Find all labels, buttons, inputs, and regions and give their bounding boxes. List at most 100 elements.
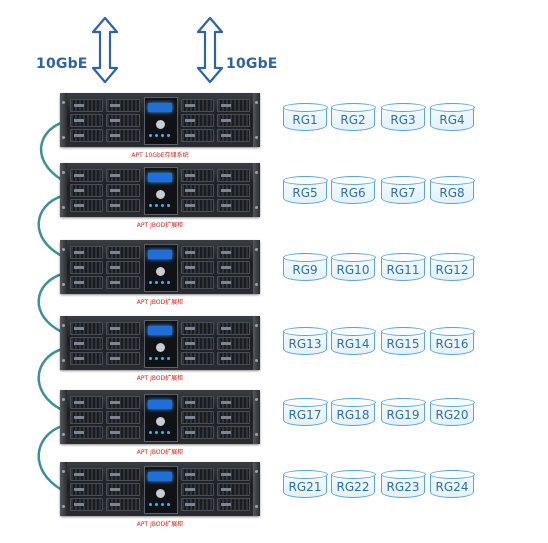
power-button-icon (156, 343, 165, 352)
left-bidirectional-arrow (91, 16, 119, 84)
drive-bay (216, 426, 250, 439)
status-led-icon (167, 503, 170, 506)
server-caption: APT JBOD扩展柜 (136, 299, 184, 306)
drive-bay-row (70, 199, 250, 212)
drive-bay (216, 99, 250, 112)
cable-3 (37, 272, 64, 334)
raid-group-label: RG22 (336, 480, 370, 494)
raid-group-cylinder: RG20 (429, 397, 475, 426)
status-led-icon (161, 357, 164, 360)
raid-group-label: RG7 (390, 186, 416, 200)
drive-bay (216, 411, 250, 424)
drive-bay (180, 129, 214, 142)
drive-bay (216, 261, 250, 274)
status-led-icon (167, 357, 170, 360)
drive-bay (216, 129, 250, 142)
drive-bay (106, 337, 140, 350)
drive-bay (106, 246, 140, 259)
raid-group-label: RG21 (288, 480, 322, 494)
control-panel (144, 97, 178, 145)
drive-bay-row (70, 498, 250, 511)
status-led-icon (161, 134, 164, 137)
status-led-icon (155, 134, 158, 137)
cable-4 (37, 347, 64, 412)
drive-bay (106, 169, 140, 182)
drive-bay (106, 261, 140, 274)
raid-group-cylinder: RG14 (330, 326, 376, 355)
drive-bay (106, 483, 140, 496)
drive-bay-row (70, 322, 250, 335)
drive-bay (106, 199, 140, 212)
raid-group-cylinder: RG24 (429, 469, 475, 498)
lcd-display (148, 400, 172, 409)
power-button-icon (156, 190, 165, 199)
raid-group-label: RG12 (435, 263, 469, 277)
server-caption: APT 10GbE存储系统 (131, 152, 189, 159)
left-10gbe-label: 10GbE (36, 56, 88, 72)
status-led-icon (155, 204, 158, 207)
rack-ear-right (253, 316, 260, 370)
drive-bay (106, 411, 140, 424)
raid-group-cylinder: RG3 (380, 102, 426, 131)
drive-bay-row (70, 246, 250, 259)
drive-bay (70, 114, 104, 127)
drive-bay-row (70, 483, 250, 496)
raid-group-label: RG18 (336, 408, 370, 422)
raid-group-label: RG2 (340, 113, 366, 127)
raid-group-cylinder: RG5 (282, 175, 328, 204)
drive-bay-row (70, 129, 250, 142)
drive-bay (70, 199, 104, 212)
storage-server-unit (60, 390, 260, 444)
drive-bay-row (70, 411, 250, 424)
status-led-icon (161, 431, 164, 434)
control-panel (144, 394, 178, 442)
drive-bay (216, 483, 250, 496)
drive-bay (180, 468, 214, 481)
power-button-icon (156, 489, 165, 498)
control-panel (144, 244, 178, 292)
cable-5 (37, 424, 64, 492)
raid-group-cylinder: RG13 (282, 326, 328, 355)
control-panel (144, 320, 178, 368)
drive-bay (180, 411, 214, 424)
raid-group-label: RG23 (386, 480, 420, 494)
raid-group-label: RG4 (439, 113, 465, 127)
drive-bay (70, 498, 104, 511)
storage-server-unit (60, 316, 260, 370)
drive-bay-row (70, 396, 250, 409)
lcd-display (148, 173, 172, 182)
rack-ear-left (60, 390, 67, 444)
raid-group-label: RG9 (292, 263, 318, 277)
raid-group-label: RG20 (435, 408, 469, 422)
rack-ear-right (253, 390, 260, 444)
drive-bay (180, 199, 214, 212)
lcd-display (148, 326, 172, 335)
raid-group-cylinder: RG22 (330, 469, 376, 498)
raid-group-label: RG13 (288, 337, 322, 351)
drive-bay (106, 184, 140, 197)
status-led-icon (167, 431, 170, 434)
drive-bay (70, 426, 104, 439)
status-led-icon (167, 281, 170, 284)
lcd-display (148, 472, 172, 481)
raid-group-label: RG8 (439, 186, 465, 200)
lcd-display (148, 250, 172, 259)
raid-group-cylinder: RG18 (330, 397, 376, 426)
status-led-icon (155, 431, 158, 434)
drive-bay (216, 114, 250, 127)
raid-group-cylinder: RG9 (282, 252, 328, 281)
drive-bay (106, 322, 140, 335)
status-led-icon (167, 204, 170, 207)
raid-group-cylinder: RG23 (380, 469, 426, 498)
status-led-icon (149, 134, 152, 137)
drive-bay (106, 129, 140, 142)
rack-ear-right (253, 240, 260, 294)
status-led-icon (149, 503, 152, 506)
drive-bay-row (70, 276, 250, 289)
drive-bay-row (70, 184, 250, 197)
drive-bay (106, 468, 140, 481)
raid-group-label: RG11 (386, 263, 420, 277)
status-led-icon (149, 204, 152, 207)
raid-group-cylinder: RG10 (330, 252, 376, 281)
raid-group-cylinder: RG1 (282, 102, 328, 131)
